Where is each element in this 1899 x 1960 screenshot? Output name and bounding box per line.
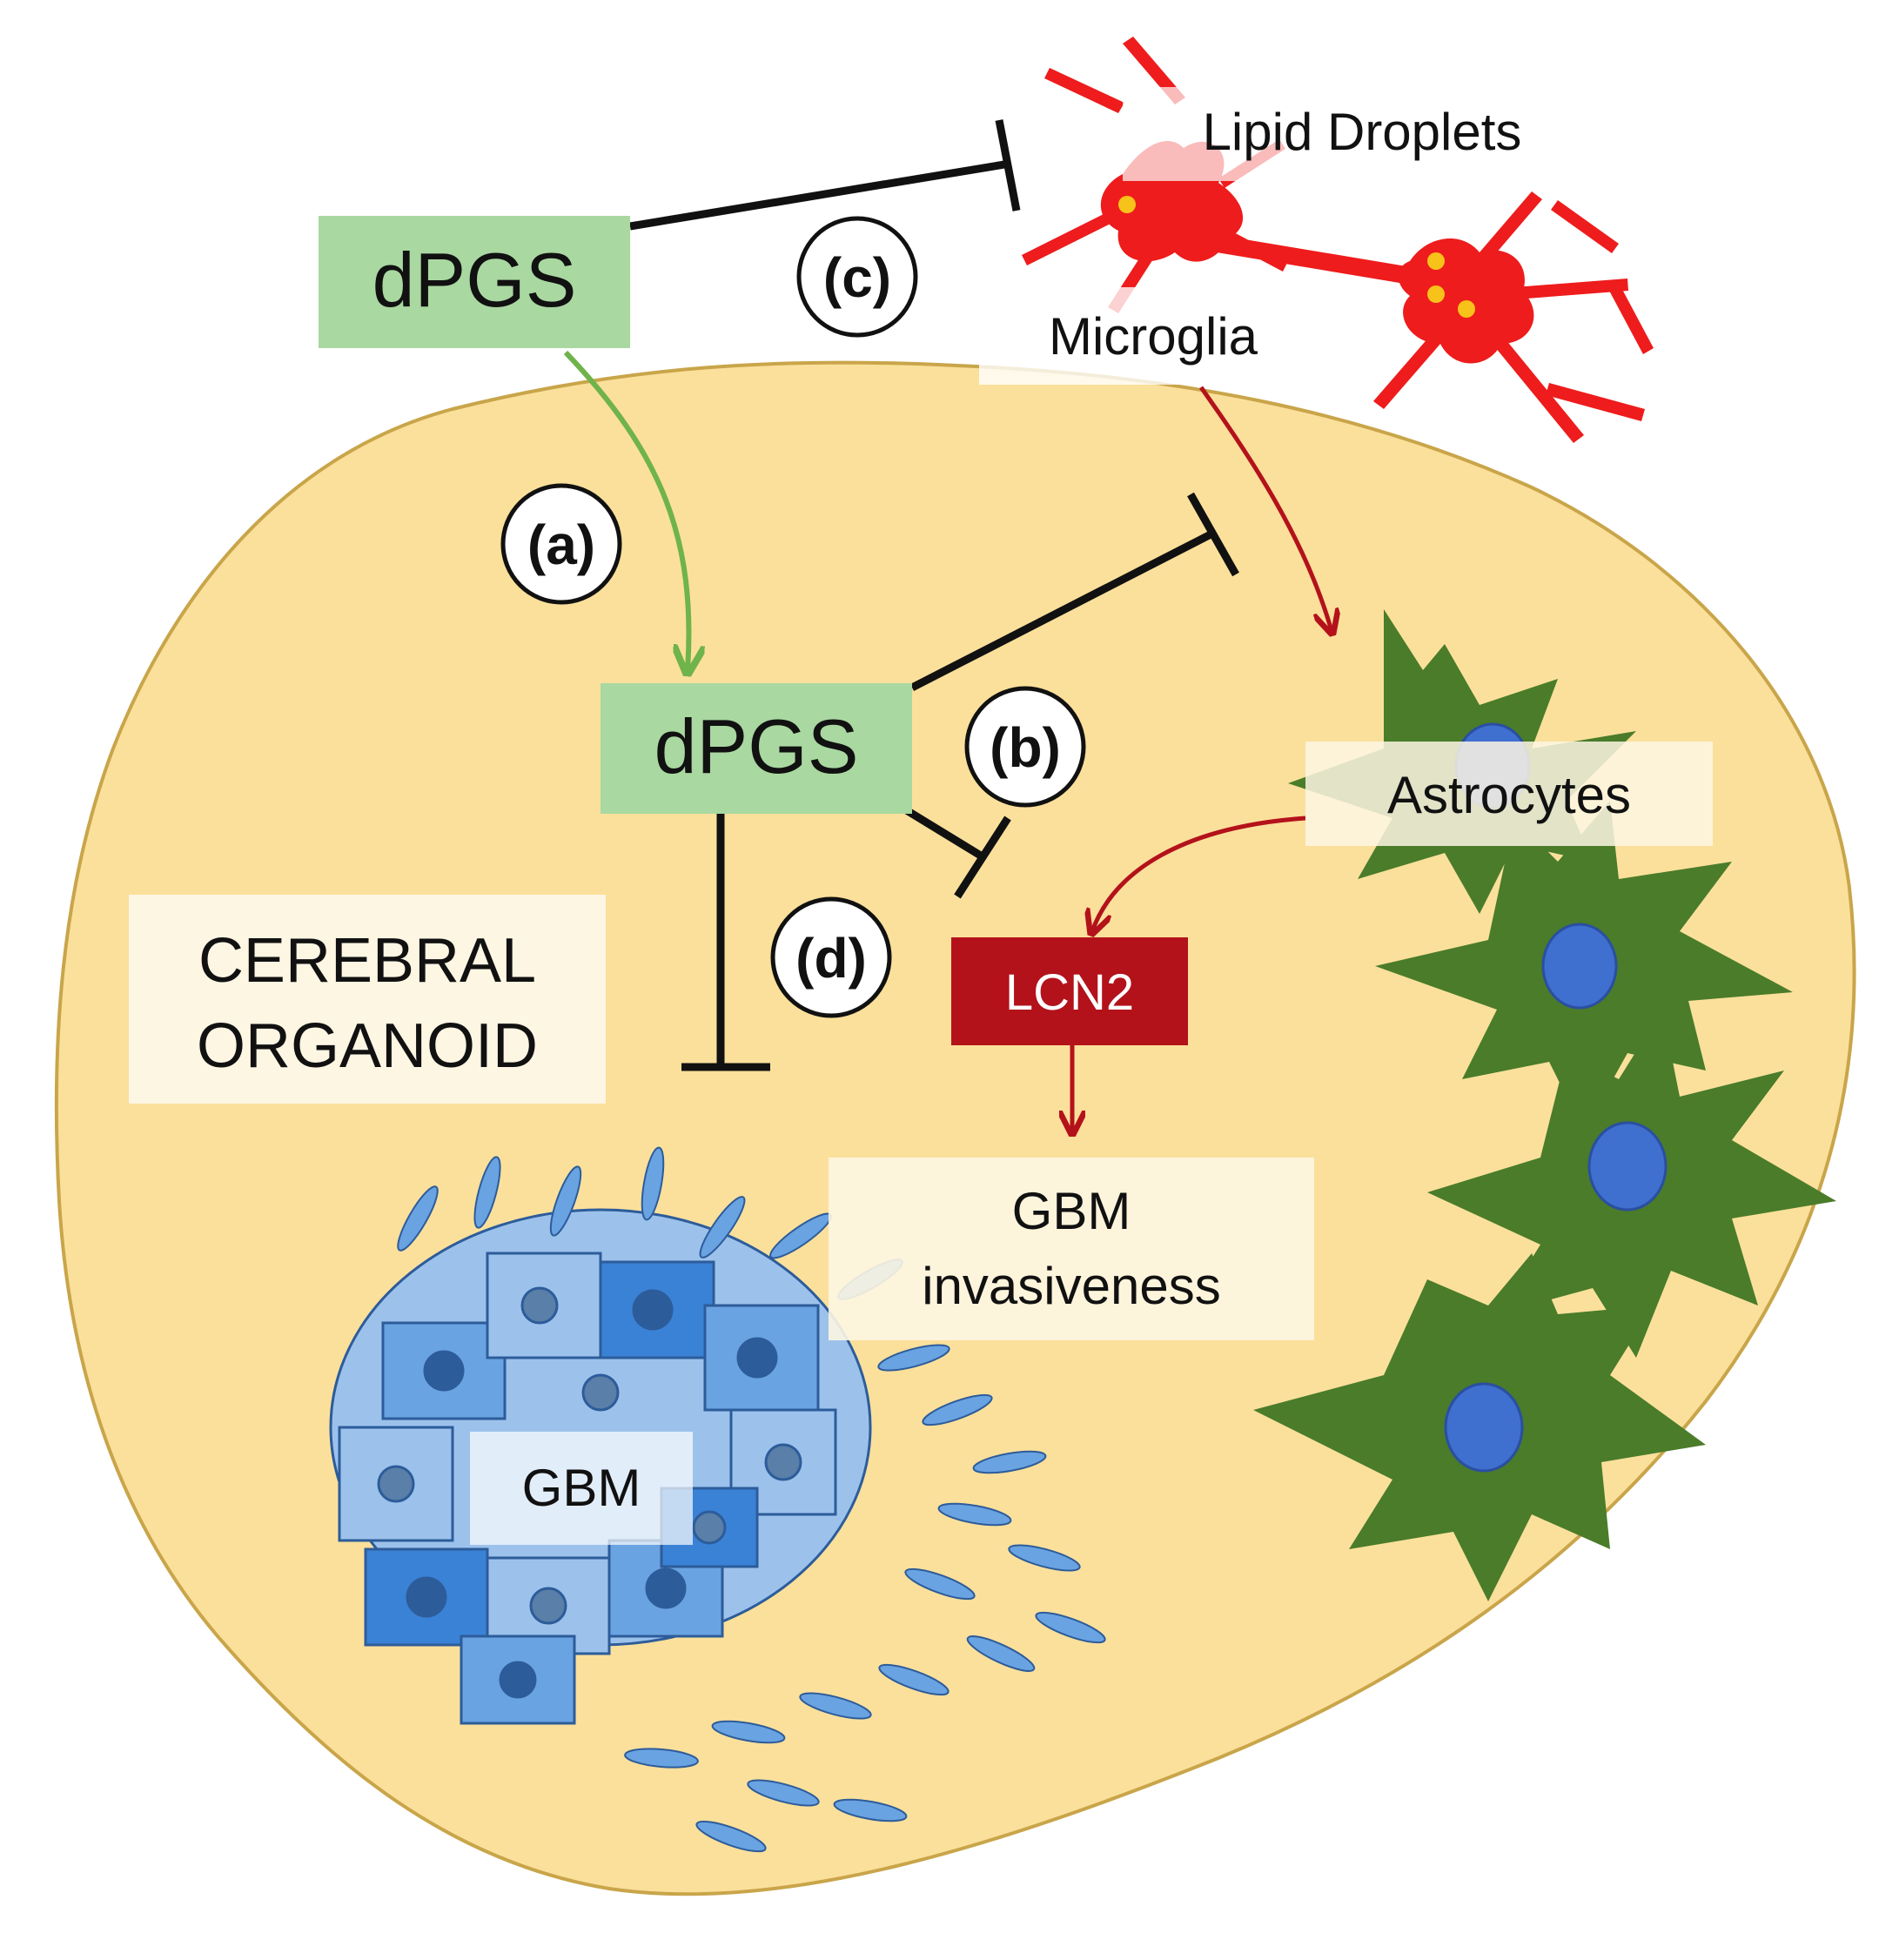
- marker-c: (c): [796, 216, 918, 338]
- gbm-nucleus: [645, 1567, 687, 1609]
- dpgs-inner-box: [601, 683, 912, 814]
- invading-cell: [695, 1820, 767, 1853]
- gbm-nucleus: [632, 1289, 674, 1331]
- invading-cell: [966, 1635, 1036, 1672]
- invading-cell: [972, 1450, 1047, 1474]
- inhibition-line-b-lcn2: [903, 806, 986, 861]
- gbm-label: GBM: [522, 1459, 641, 1517]
- microglia-branch: [1480, 191, 1542, 260]
- gbm-nucleus: [499, 1661, 537, 1699]
- invading-cell: [624, 1748, 699, 1769]
- gbm-invasiveness-line2: invasiveness: [922, 1257, 1221, 1315]
- gbm-nucleus: [520, 1286, 559, 1325]
- activation-arrow-microglia-astrocytes: [1198, 386, 1332, 631]
- invading-cell: [711, 1720, 786, 1744]
- invading-cell: [922, 1393, 993, 1426]
- gbm-nucleus: [692, 1510, 727, 1545]
- inhibition-bar-b-astro: [1187, 492, 1239, 577]
- cerebral-organoid-line1: CEREBRAL: [198, 926, 536, 996]
- microglia-branch: [1514, 279, 1628, 299]
- activation-arrow-astrocytes-lcn2: [1092, 816, 1306, 931]
- marker-c-label: (c): [823, 246, 891, 309]
- microglia-branch: [1608, 283, 1654, 354]
- lipid-droplet: [1427, 252, 1445, 270]
- lipid-droplet: [1458, 300, 1475, 318]
- marker-a-circle: [500, 483, 622, 605]
- gbm-tumor: [329, 1208, 872, 1725]
- gbm-nucleus: [529, 1587, 567, 1625]
- gbm-nucleus: [581, 1373, 620, 1412]
- lipid-droplet: [1427, 285, 1445, 303]
- dpgs-inner-label: dPGS: [654, 703, 859, 789]
- connectors: [563, 119, 1332, 1131]
- microglia-branch: [1495, 339, 1584, 443]
- marker-d: (d): [770, 896, 892, 1018]
- microglia-label: Microglia: [1049, 307, 1258, 366]
- cerebral-organoid-bg: [129, 895, 606, 1104]
- inhibition-bar-b-lcn2: [954, 816, 1011, 899]
- lipid-droplets-bg: [1123, 87, 1593, 181]
- invading-gbm-cells: [397, 1146, 1106, 1853]
- invading-cell: [1008, 1544, 1081, 1572]
- dpgs-outer-box: [319, 216, 630, 348]
- lcn2-box: [951, 937, 1188, 1045]
- marker-a: (a): [500, 483, 622, 605]
- marker-a-label: (a): [527, 513, 595, 576]
- inhibition-line-c: [629, 159, 1010, 231]
- gbm-nucleus: [406, 1576, 447, 1618]
- marker-b: (b): [964, 686, 1086, 808]
- microglia-branch: [1546, 383, 1645, 421]
- marker-b-label: (b): [990, 716, 1061, 779]
- invading-cell: [878, 1663, 950, 1696]
- marker-d-label: (d): [795, 927, 867, 990]
- inhibition-line-b-astro: [909, 528, 1217, 692]
- microglia-label-bg: [979, 287, 1327, 385]
- invading-cell: [473, 1156, 501, 1229]
- gbm-nucleus: [423, 1350, 465, 1392]
- invading-cell: [904, 1567, 976, 1601]
- invading-cell: [747, 1779, 820, 1807]
- invading-cell: [833, 1798, 908, 1822]
- marker-d-circle: [770, 896, 892, 1018]
- marker-b-circle: [964, 686, 1086, 808]
- marker-c-circle: [796, 216, 918, 338]
- lipid-droplet: [1118, 196, 1136, 213]
- activation-arrow-a: [563, 350, 688, 670]
- microglia-branch: [1022, 203, 1131, 265]
- invading-cell: [641, 1146, 665, 1221]
- lipid-droplets-label: Lipid Droplets: [1203, 103, 1522, 161]
- astrocytes-label: Astrocytes: [1387, 766, 1631, 824]
- gbm-label-bg: [470, 1432, 693, 1545]
- astrocyte-nucleus: [1444, 1382, 1524, 1473]
- lcn2-label: LCN2: [1005, 964, 1134, 1021]
- microglia-branch: [1373, 336, 1440, 409]
- microglia-branch: [1044, 68, 1124, 113]
- invading-cell: [799, 1692, 872, 1720]
- dpgs-outer-label: dPGS: [372, 237, 577, 323]
- astrocyte-nucleus: [1587, 1121, 1667, 1212]
- gbm-nucleus: [764, 1443, 802, 1481]
- microglia-branch: [1551, 200, 1619, 253]
- cerebral-organoid-line2: ORGANOID: [197, 1011, 538, 1081]
- microglia-process: [1217, 235, 1427, 287]
- invading-cell: [549, 1165, 582, 1237]
- gbm-nucleus: [377, 1465, 415, 1503]
- invading-cell: [699, 1196, 746, 1259]
- astrocyte-nucleus: [1541, 923, 1618, 1010]
- invading-cell: [1035, 1611, 1106, 1644]
- astrocytes-label-bg: [1305, 742, 1713, 846]
- gbm-invasiveness-bg: [829, 1158, 1314, 1340]
- invading-cell: [877, 1344, 950, 1372]
- invading-cell: [397, 1185, 439, 1252]
- gbm-nucleus: [736, 1337, 778, 1379]
- invading-cell: [937, 1502, 1012, 1527]
- inhibition-bar-c: [995, 119, 1021, 211]
- gbm-invasiveness-line1: GBM: [1012, 1182, 1131, 1240]
